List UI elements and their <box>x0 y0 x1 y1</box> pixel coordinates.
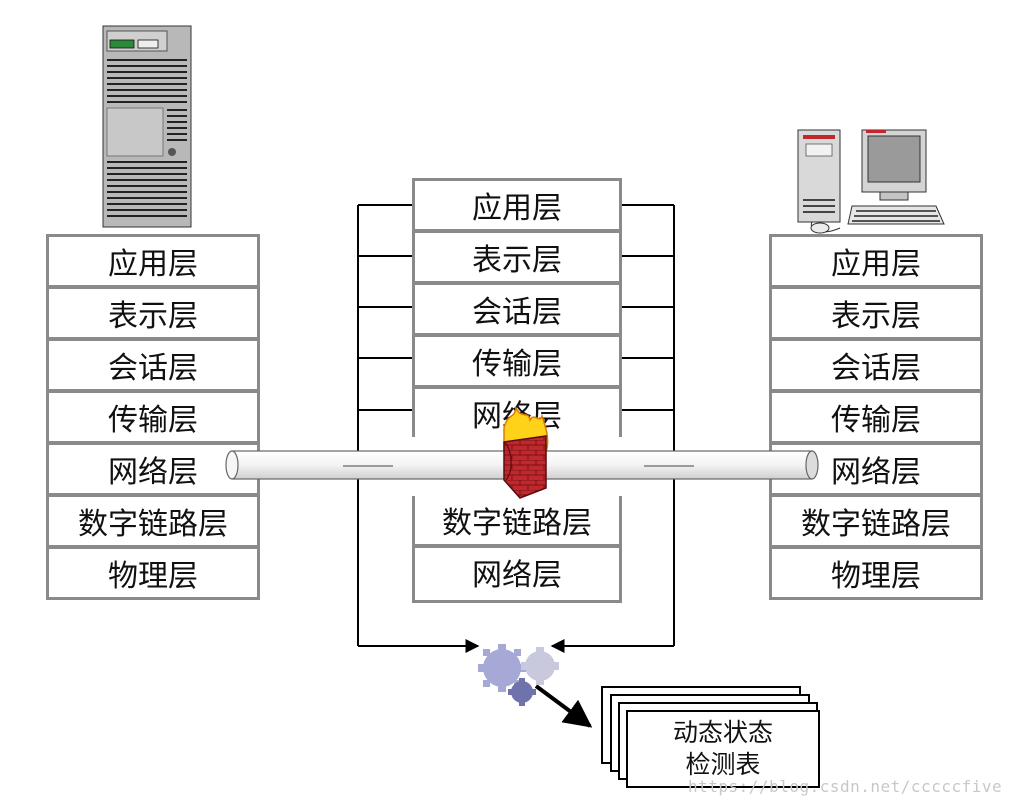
firewall-lower-stack: 数字链路层 网络层 <box>412 496 622 603</box>
stack-layer: 网络层 <box>415 385 619 437</box>
stack-layer: 物理层 <box>772 545 980 597</box>
gears-icon <box>478 644 559 706</box>
stack-layer: 网络层 <box>772 441 980 493</box>
stack-layer: 表示层 <box>772 285 980 337</box>
right-host-protocol-stack: 应用层 表示层 会话层 传输层 网络层 数字链路层 物理层 <box>769 234 983 600</box>
left-host-protocol-stack: 应用层 表示层 会话层 传输层 网络层 数字链路层 物理层 <box>46 234 260 600</box>
desktop-computer-icon <box>797 129 945 234</box>
stack-layer: 会话层 <box>49 337 257 389</box>
stack-layer: 会话层 <box>415 281 619 333</box>
firewall-upper-stack: 应用层 表示层 会话层 传输层 网络层 <box>412 178 622 437</box>
stack-layer: 传输层 <box>49 389 257 441</box>
stack-layer: 应用层 <box>472 191 562 226</box>
engine-to-table-arrow <box>534 684 593 728</box>
stack-layer: 表示层 <box>415 229 619 281</box>
state-table-title-line1: 动态状态 <box>672 718 773 747</box>
stack-layer: 应用层 <box>831 247 921 282</box>
right-inspection-connectors <box>550 204 675 653</box>
stack-layer: 传输层 <box>772 389 980 441</box>
dynamic-state-inspection-table: 动态状态 检测表 <box>626 710 820 788</box>
stack-layer: 应用层 <box>108 247 198 282</box>
stack-layer: 网络层 <box>49 441 257 493</box>
stack-layer: 网络层 <box>415 544 619 596</box>
stack-layer: 传输层 <box>415 333 619 385</box>
state-table-title-line2: 检测表 <box>685 750 761 779</box>
stack-layer: 会话层 <box>772 337 980 389</box>
stack-layer: 物理层 <box>49 545 257 597</box>
stack-layer: 数字链路层 <box>442 506 592 541</box>
watermark-text: https://blog.csdn.net/cccccfive <box>688 777 1003 796</box>
stack-layer: 数字链路层 <box>772 493 980 545</box>
stack-layer: 数字链路层 <box>49 493 257 545</box>
server-tower-icon <box>102 25 192 228</box>
left-inspection-connectors <box>357 204 480 653</box>
stack-layer: 表示层 <box>49 285 257 337</box>
